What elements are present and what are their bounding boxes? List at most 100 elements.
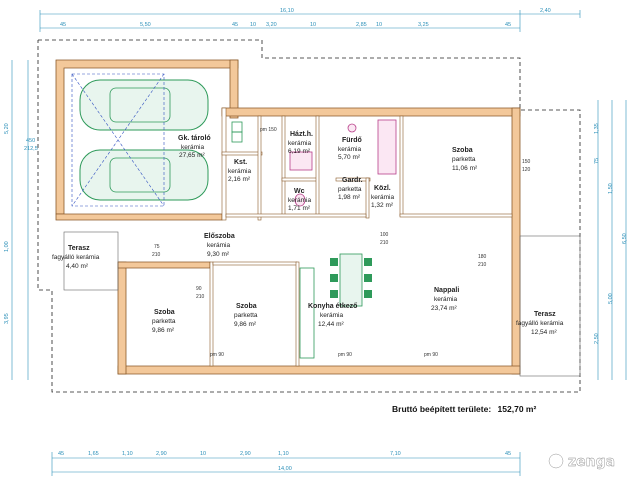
room-wardrobe-area: 1,98 m²: [338, 194, 361, 201]
room-garage-area: 27,65 m²: [179, 152, 205, 159]
room-utility-floor: kerámia: [288, 140, 312, 147]
dim-top-9: 45: [505, 22, 511, 28]
dim-top-total: 16,10: [280, 8, 294, 14]
dim-bottom-0: 45: [58, 451, 64, 457]
room-bedroom-s-name: Szoba: [236, 303, 257, 310]
pm-label-4: pm 90: [424, 352, 438, 358]
room-living-area: 23,74 m²: [431, 305, 457, 312]
dim-bottom-total: 14,00: [278, 466, 292, 472]
right-dimension-lines: [597, 100, 627, 380]
dim-top-8: 3,25: [418, 22, 429, 28]
dim-left-3: 1,00: [4, 241, 10, 252]
door-label-4: 100: [380, 232, 389, 238]
pm-label-1: pm 150: [260, 127, 277, 133]
room-living-floor: kerámia: [434, 296, 458, 303]
dim-right-2: 1,50: [608, 183, 614, 194]
garage-cars: [71, 73, 209, 207]
room-bedroom-s-area: 9,86 m²: [234, 321, 257, 328]
room-utility-area: 6,19 m²: [288, 148, 311, 155]
room-wc-area: 1,71 m²: [288, 205, 311, 212]
room-terrace-w-area: 4,40 m²: [66, 263, 89, 270]
room-bathroom-floor: kerámia: [338, 146, 362, 153]
door-annotations: pm 150 pm 90 pm 90 pm 90 75 210 90 210 1…: [152, 127, 531, 358]
room-bathroom-area: 5,70 m²: [338, 154, 361, 161]
dim-bottom-8: 45: [505, 451, 511, 457]
dim-top-7: 10: [376, 22, 382, 28]
room-wardrobe-floor: parketta: [338, 186, 362, 193]
top-dimension-lines: [39, 10, 581, 32]
room-bedroom-sw-area: 9,86 m²: [152, 327, 175, 334]
room-kitchen-name: Konyha étkező: [308, 303, 357, 310]
dim-left-4: 3,95: [4, 313, 10, 324]
dim-top-6: 2,85: [356, 22, 367, 28]
bottom-dimension-lines: [51, 452, 521, 476]
room-entrance-name: Előszoba: [204, 233, 235, 240]
left-dimension-lines: [11, 60, 29, 380]
built-area-value: 152,70 m²: [498, 404, 537, 414]
dim-top-2: 45: [232, 22, 238, 28]
dim-bottom-5: 2,90: [240, 451, 251, 457]
dim-bottom-7: 7,10: [390, 451, 401, 457]
door-label-3: 210: [196, 294, 205, 300]
dim-right-4: 5,00: [608, 293, 614, 304]
door-label-6: 150: [522, 159, 531, 165]
room-bedroom-ne-area: 11,06 m²: [452, 165, 478, 172]
room-storage-name: Kst.: [234, 159, 247, 166]
dim-right-0: 1,35: [594, 123, 600, 134]
room-labels: Gk. tároló kerámia 27,65 m² Házt.h. kerá…: [52, 131, 564, 336]
dim-right-3: 6,50: [622, 233, 628, 244]
dim-bottom-1: 1,65: [88, 451, 99, 457]
door-label-1: 210: [152, 252, 161, 258]
brand-name: zenga: [568, 454, 615, 470]
bathroom-fixtures: [231, 119, 397, 207]
door-label-0: 75: [154, 244, 160, 250]
dim-right-1: 75: [594, 158, 600, 164]
inner-walls: [209, 107, 513, 367]
dim-bottom-3: 2,90: [156, 451, 167, 457]
zenga-watermark: zenga: [548, 453, 615, 470]
dim-bottom-6: 1,10: [278, 451, 289, 457]
dim-top-1: 5,50: [140, 22, 151, 28]
room-utility-name: Házt.h.: [290, 131, 313, 138]
room-living-name: Nappali: [434, 287, 459, 294]
room-terrace-w-floor: fagyálló kerámia: [52, 254, 100, 261]
dim-left-1: 450: [26, 138, 35, 144]
door-label-5: 210: [380, 240, 389, 246]
door-label-8: 180: [478, 254, 487, 260]
dim-top-4: 3,20: [266, 22, 277, 28]
room-bedroom-s-floor: parketta: [234, 312, 258, 319]
room-terrace-w-name: Terasz: [68, 245, 90, 252]
built-area-summary: Bruttó beépített területe: 152,70 m²: [392, 404, 536, 414]
room-garage-floor: kerámia: [181, 144, 205, 151]
pm-label-2: pm 90: [210, 352, 224, 358]
room-corridor-name: Közl.: [374, 185, 391, 192]
door-label-9: 210: [478, 262, 487, 268]
dim-top-right: 2,40: [540, 8, 551, 14]
room-bedroom-ne-floor: parketta: [452, 156, 476, 163]
dim-bottom-2: 1,10: [122, 451, 133, 457]
room-entrance-area: 9,30 m²: [207, 251, 230, 258]
terrace-east: [519, 235, 581, 377]
dim-right-5: 2,50: [594, 333, 600, 344]
room-wc-floor: kerámia: [288, 197, 312, 204]
kitchen-furniture: [299, 253, 372, 359]
room-wardrobe-name: Gardr.: [342, 177, 363, 184]
room-entrance-floor: kerámia: [207, 242, 231, 249]
room-wc-name: Wc: [294, 188, 305, 195]
dim-bottom-4: 10: [200, 451, 206, 457]
dim-left-0: 5,20: [4, 123, 10, 134]
terrace-west: [63, 231, 119, 291]
room-corridor-floor: kerámia: [371, 194, 395, 201]
room-terrace-e-area: 12,54 m²: [531, 329, 557, 336]
roof-outline: [37, 39, 581, 393]
room-corridor-area: 1,32 m²: [371, 202, 394, 209]
room-storage-floor: kerámia: [228, 168, 252, 175]
room-bathroom-name: Fürdő: [342, 137, 362, 144]
dim-left-2: 212,5: [24, 146, 38, 152]
door-label-7: 120: [522, 167, 531, 173]
door-label-2: 90: [196, 286, 202, 292]
room-terrace-e-floor: fagyálló kerámia: [516, 320, 564, 327]
room-garage-name: Gk. tároló: [178, 135, 211, 142]
